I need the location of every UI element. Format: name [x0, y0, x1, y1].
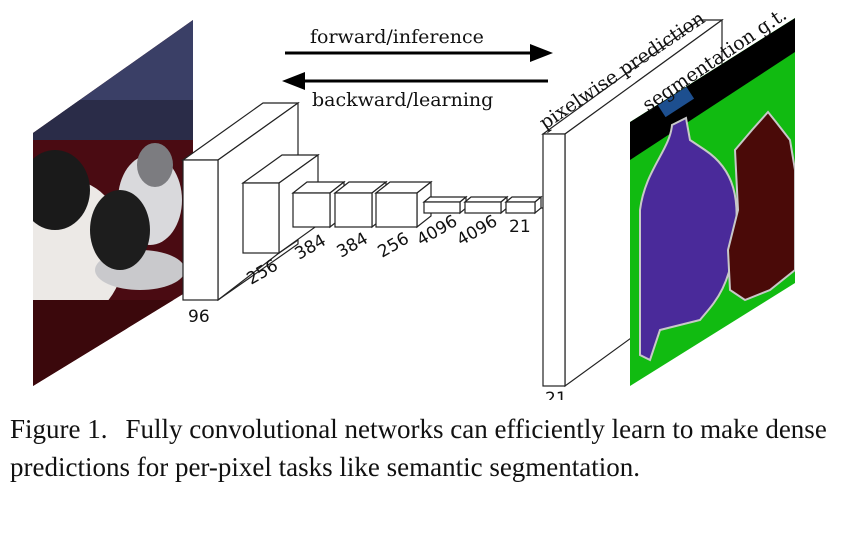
layer-label-384b: 384	[334, 229, 372, 263]
layer-fc6-block	[422, 195, 468, 215]
layer-conv5-block	[374, 180, 433, 229]
layer-score-block	[504, 195, 543, 215]
fcn-diagram: forward/inference backward/learning 96 2…	[33, 3, 795, 400]
layer-conv2-block	[241, 153, 320, 255]
forward-arrow	[285, 44, 553, 62]
caption-text: Fully convolutional networks can efficie…	[10, 414, 827, 482]
layer-label-21: 21	[509, 217, 531, 237]
layer-label-96: 96	[188, 307, 210, 327]
forward-label: forward/inference	[310, 26, 484, 48]
layer-label-4096b: 4096	[454, 211, 501, 250]
backward-label: backward/learning	[312, 89, 493, 111]
layer-fc7-block	[463, 195, 509, 215]
gt-highlight-box	[657, 86, 695, 118]
figure-caption: Figure 1.Fully convolutional networks ca…	[10, 410, 840, 486]
layer-label-256b: 256	[375, 229, 413, 263]
output-channels-label: 21	[545, 389, 567, 400]
backward-arrow	[282, 72, 548, 90]
figure-number: Figure 1.	[10, 414, 108, 444]
input-image	[33, 20, 193, 386]
